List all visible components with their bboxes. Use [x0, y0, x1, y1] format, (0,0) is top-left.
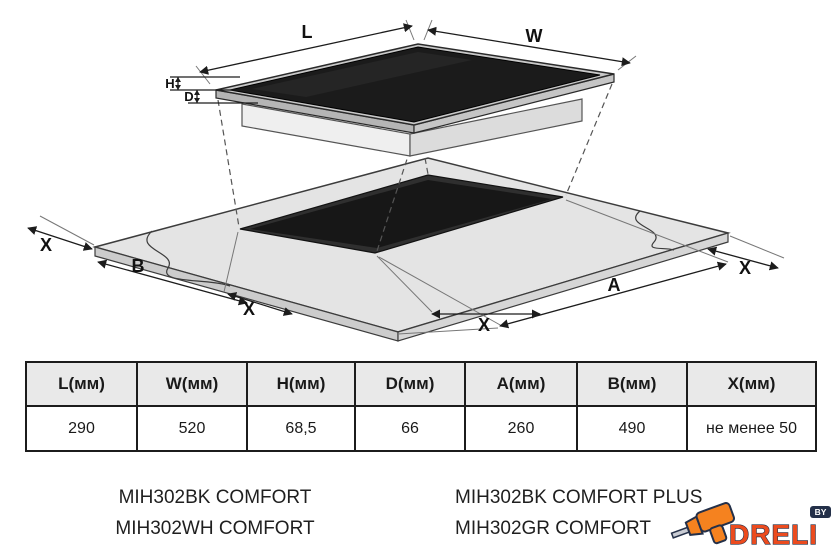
value-X: не менее 50: [686, 405, 817, 452]
col-header-W: W(мм): [136, 361, 248, 407]
dim-line-X-right: [707, 246, 779, 271]
dimensions-table: L(мм) W(мм) H(мм) D(мм) A(мм) B(мм) X(мм…: [25, 361, 817, 452]
ext-line: [565, 199, 729, 263]
table-header-row: L(мм) W(мм) H(мм) D(мм) A(мм) B(мм) X(мм…: [25, 361, 817, 407]
value-L: 290: [25, 405, 138, 452]
table-value-row: 290 520 68,5 66 260 490 не менее 50: [25, 405, 817, 452]
model-name: MIH302WH COMFORT: [115, 518, 315, 539]
dim-label-B: B: [132, 256, 145, 276]
dim-line-X-left: [27, 226, 93, 251]
ext-line: [729, 235, 785, 259]
logo-by-badge: BY: [810, 506, 831, 518]
dim-label-X-bottom-center: X: [478, 315, 490, 335]
col-header-L: L(мм): [25, 361, 138, 407]
dim-label-X-left: X: [40, 235, 52, 255]
value-B: 490: [576, 405, 688, 452]
ext-line: [397, 327, 499, 335]
ext-line: [405, 19, 415, 41]
arrowhead: [175, 77, 181, 82]
ext-line: [376, 255, 433, 313]
col-header-X: X(мм): [686, 361, 817, 407]
ext-line: [195, 65, 211, 85]
dim-line-B: [97, 259, 248, 306]
dim-line-W: [427, 26, 631, 67]
model-name: MIH302BK COMFORT: [118, 487, 312, 508]
dim-label-X-right: X: [739, 258, 751, 278]
dim-label-L: L: [302, 22, 313, 42]
projection-line-top: [424, 157, 429, 175]
col-header-H: H(мм): [246, 361, 356, 407]
dim-line-A: [499, 261, 727, 329]
dim-line-L: [199, 23, 413, 75]
arrowhead: [175, 85, 181, 90]
arrowhead: [194, 90, 200, 95]
projection-line-right: [565, 83, 613, 196]
value-D: 66: [354, 405, 466, 452]
dim-label-W: W: [526, 26, 543, 46]
dim-label-X-bottom-left: X: [243, 299, 255, 319]
model-row: MIH302BK COMFORT MIH302BK COMFORT PLUS: [0, 482, 840, 513]
model-list: MIH302BK COMFORT MIH302BK COMFORT PLUS M…: [0, 482, 840, 544]
dim-label-H: H: [165, 76, 174, 91]
break-line-right: [635, 210, 675, 251]
value-H: 68,5: [246, 405, 356, 452]
drill-icon: [670, 502, 735, 545]
col-header-D: D(мм): [354, 361, 466, 407]
projection-line-front: [376, 149, 411, 252]
logo-by-text: BY: [815, 507, 827, 517]
col-header-A: A(мм): [464, 361, 578, 407]
arrowhead: [194, 98, 200, 103]
model-name: MIH302GR COMFORT: [455, 518, 652, 539]
dim-line-X-bottom-left: [227, 292, 293, 316]
cutout-hole-shadow: [250, 180, 552, 248]
dreli-logo: DRELI BY: [670, 502, 831, 551]
installation-diagram: L W H D X B X X A X: [27, 19, 785, 342]
model-name: MIH302BK COMFORT PLUS: [455, 487, 703, 508]
model-row: MIH302WH COMFORT MIH302GR COMFORT: [0, 513, 840, 544]
value-A: 260: [464, 405, 578, 452]
dim-label-A: A: [608, 275, 621, 295]
hob-body-right: [409, 98, 583, 157]
logo-text: DRELI: [729, 519, 818, 550]
projection-line-left: [217, 99, 240, 228]
col-header-B: B(мм): [576, 361, 688, 407]
dim-label-D: D: [184, 89, 193, 104]
value-W: 520: [136, 405, 248, 452]
